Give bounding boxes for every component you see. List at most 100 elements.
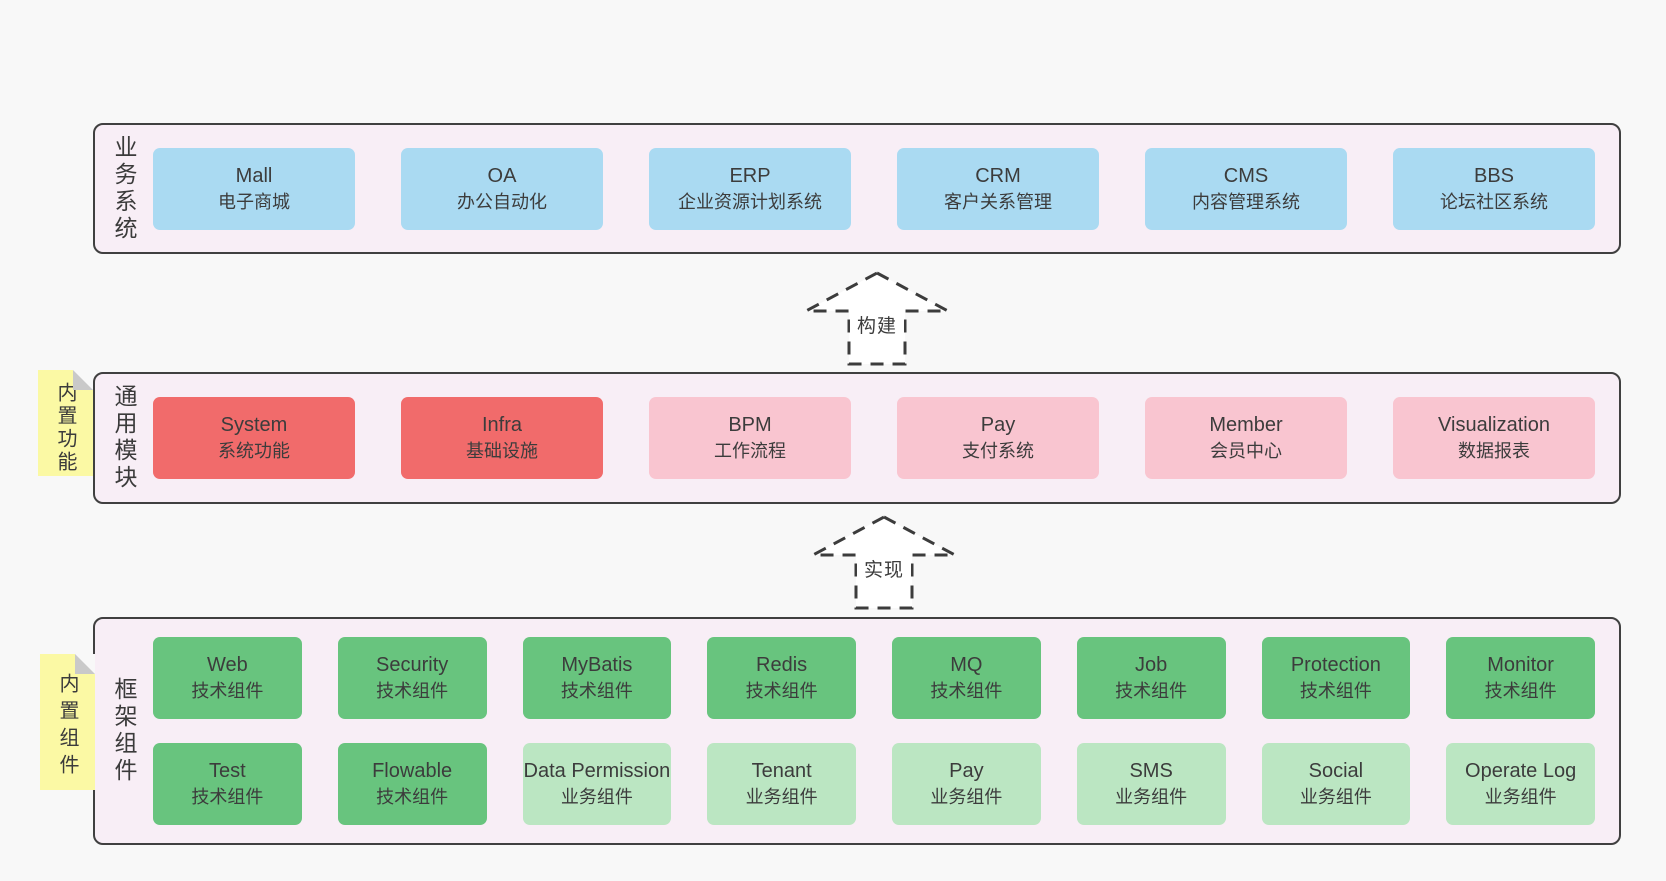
box-subtitle: 办公自动化	[457, 191, 547, 212]
box-subtitle: 电子商城	[218, 191, 290, 212]
box-title: Monitor	[1487, 654, 1554, 677]
box-mall: Mall 电子商城	[153, 147, 355, 230]
folded-corner-icon	[75, 654, 95, 674]
box-subtitle: 技术组件	[1299, 681, 1372, 702]
box-title: SMS	[1129, 760, 1173, 783]
box-pay-business: Pay 业务组件	[892, 743, 1041, 825]
box-title: Security	[376, 654, 449, 677]
box-subtitle: 技术组件	[1115, 681, 1188, 702]
box-monitor: Monitor 技术组件	[1446, 637, 1595, 719]
box-operate-log: Operate Log 业务组件	[1446, 743, 1595, 825]
box-title: OA	[487, 164, 517, 187]
box-title: Tenant	[751, 760, 812, 783]
box-subtitle: 业务组件	[1484, 787, 1557, 808]
box-title: Pay	[949, 760, 984, 783]
box-subtitle: 企业资源计划系统	[678, 191, 822, 212]
box-subtitle: 基础设施	[466, 441, 538, 462]
box-subtitle: 技术组件	[560, 681, 633, 702]
box-mq: MQ 技术组件	[892, 637, 1041, 719]
box-title: Member	[1209, 414, 1283, 437]
box-subtitle: 业务组件	[745, 787, 818, 808]
box-data-permission: Data Permission 业务组件	[522, 743, 672, 825]
box-subtitle: 会员中心	[1210, 441, 1282, 462]
box-subtitle: 数据报表	[1458, 441, 1530, 462]
box-subtitle: 业务组件	[1299, 787, 1372, 808]
note-built-in-features: 内置功能	[38, 370, 93, 476]
box-title: Web	[206, 654, 248, 677]
box-title: Protection	[1290, 654, 1381, 677]
box-title: Data Permission	[523, 760, 671, 783]
box-system: System 系统功能	[153, 397, 355, 479]
box-member: Member 会员中心	[1145, 397, 1347, 479]
box-flowable: Flowable 技术组件	[337, 743, 487, 825]
box-title: Mall	[235, 164, 273, 187]
box-title: Social	[1308, 760, 1364, 783]
box-job: Job 技术组件	[1076, 637, 1226, 719]
box-test: Test 技术组件	[153, 743, 302, 825]
band-label-business-systems: 业务系统	[111, 134, 137, 243]
business-systems-boxes: Mall 电子商城 OA 办公自动化 ERP 企业资源计划系统 CRM 客户关系…	[153, 125, 1619, 252]
box-subtitle: 内容管理系统	[1192, 191, 1300, 212]
note-built-in-components: 内置组件	[40, 654, 95, 790]
arrow-implement: 实现	[809, 514, 959, 612]
box-title: BPM	[728, 414, 772, 437]
box-title: Flowable	[372, 760, 453, 783]
band-business-systems: 业务系统 Mall 电子商城 OA 办公自动化 ERP 企业资源计划系统 CRM…	[93, 123, 1621, 254]
framework-components-grid: Web 技术组件 Security 技术组件 MyBatis 技术组件 Redi…	[153, 619, 1619, 843]
box-visualization: Visualization 数据报表	[1393, 397, 1595, 479]
box-oa: OA 办公自动化	[401, 147, 603, 230]
box-crm: CRM 客户关系管理	[897, 147, 1099, 230]
box-title: CRM	[975, 164, 1021, 187]
note-text: 内置组件	[56, 673, 78, 781]
box-web: Web 技术组件	[153, 637, 302, 719]
box-cms: CMS 内容管理系统	[1145, 147, 1347, 230]
box-title: Redis	[756, 654, 808, 677]
folded-corner-icon	[73, 370, 93, 390]
box-subtitle: 技术组件	[930, 681, 1003, 702]
box-title: Visualization	[1438, 414, 1550, 437]
box-erp: ERP 企业资源计划系统	[649, 147, 851, 230]
box-subtitle: 支付系统	[962, 441, 1034, 462]
box-social: Social 业务组件	[1261, 743, 1411, 825]
box-title: Pay	[980, 414, 1016, 437]
arrow-build: 构建	[802, 270, 952, 368]
band-label-common-modules: 通用模块	[111, 384, 137, 492]
box-title: Infra	[481, 414, 523, 437]
band-label-framework-components: 框架组件	[111, 677, 137, 785]
box-mybatis: MyBatis 技术组件	[522, 637, 672, 719]
box-title: System	[220, 414, 288, 437]
box-subtitle: 技术组件	[191, 681, 264, 702]
box-subtitle: 技术组件	[376, 787, 449, 808]
box-subtitle: 技术组件	[745, 681, 818, 702]
box-tenant: Tenant 业务组件	[707, 743, 856, 825]
box-protection: Protection 技术组件	[1261, 637, 1411, 719]
box-subtitle: 业务组件	[930, 787, 1003, 808]
box-security: Security 技术组件	[337, 637, 487, 719]
box-infra: Infra 基础设施	[401, 397, 603, 479]
box-title: BBS	[1473, 164, 1515, 187]
box-bpm: BPM 工作流程	[649, 397, 851, 479]
box-title: MQ	[950, 654, 983, 677]
box-title: Test	[209, 760, 246, 783]
band-common-modules: 通用模块 System 系统功能 Infra 基础设施 BPM 工作流程 Pay…	[93, 372, 1621, 504]
band-framework-components: 框架组件 Web 技术组件 Security 技术组件 MyBatis 技术组件…	[93, 617, 1621, 845]
box-subtitle: 业务组件	[1115, 787, 1188, 808]
box-pay: Pay 支付系统	[897, 397, 1099, 479]
box-subtitle: 技术组件	[376, 681, 449, 702]
box-bbs: BBS 论坛社区系统	[1393, 147, 1595, 230]
arrow-implement-label: 实现	[856, 552, 912, 585]
box-subtitle: 客户关系管理	[944, 191, 1052, 212]
box-subtitle: 系统功能	[218, 441, 290, 462]
box-subtitle: 业务组件	[560, 787, 633, 808]
box-subtitle: 技术组件	[1484, 681, 1557, 702]
box-subtitle: 论坛社区系统	[1440, 191, 1548, 212]
box-sms: SMS 业务组件	[1076, 743, 1226, 825]
box-title: CMS	[1223, 164, 1269, 187]
box-title: ERP	[729, 164, 771, 187]
box-subtitle: 技术组件	[191, 787, 264, 808]
box-title: Operate Log	[1465, 760, 1577, 783]
box-subtitle: 工作流程	[714, 441, 786, 462]
arrow-build-label: 构建	[849, 308, 905, 341]
box-title: MyBatis	[561, 654, 633, 677]
